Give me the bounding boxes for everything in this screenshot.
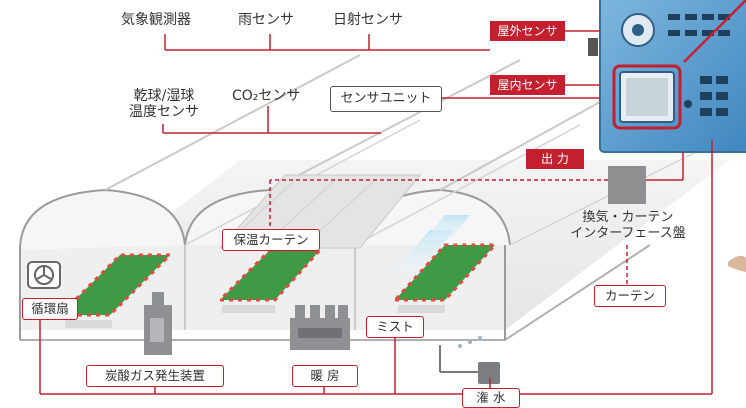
- interface-panel-line1: 換気・カーテン: [582, 210, 674, 225]
- indoor-sensor-co2: CO₂センサ: [232, 88, 301, 104]
- connector-lines: [39, 30, 713, 395]
- outdoor-sensor-weather-station: 気象観測器: [121, 12, 191, 28]
- circulation-fan-icon: [27, 261, 61, 289]
- sensor-unit-box: センサユニット: [330, 86, 442, 112]
- plant-bed-3: [391, 243, 499, 313]
- curtain-label: カーテン: [594, 285, 666, 307]
- insulation-curtain-label: 保温カーテン: [222, 229, 320, 251]
- indoor-sensor-line1: 乾球/湿球: [133, 88, 195, 104]
- output-label: 出 力: [526, 149, 584, 169]
- irrigation-equipment-icon: [439, 336, 500, 384]
- indoor-sensor-dry-wet-bulb: 乾球/湿球 温度センサ: [126, 88, 202, 120]
- interface-panel-label: 換気・カーテン インターフェース盤: [555, 210, 701, 242]
- highlight-arrow: [683, 0, 746, 63]
- indoor-sensor-line2: 温度センサ: [129, 104, 199, 120]
- screen-highlight: [612, 64, 682, 130]
- circulation-fan-label: 循環扇: [22, 298, 78, 320]
- co2-generator-icon: [144, 292, 172, 355]
- co2-generator-label: 炭酸ガス発生装置: [86, 365, 224, 387]
- indoor-sensor-label: 屋内センサ: [490, 75, 565, 95]
- plant-bed-2: [216, 248, 324, 313]
- interface-panel-box: [608, 166, 646, 204]
- heater-label: 暖 房: [292, 365, 358, 387]
- mist-spray: [395, 215, 470, 270]
- heater-icon: [290, 305, 350, 350]
- plant-bed-1: [56, 253, 174, 328]
- outdoor-sensor-label: 屋外センサ: [490, 21, 565, 41]
- irrigation-label: 潅 水: [462, 388, 520, 408]
- interface-panel-line2: インターフェース盤: [570, 226, 686, 241]
- outdoor-sensor-rain: 雨センサ: [238, 12, 294, 28]
- mist-label: ミスト: [366, 316, 424, 338]
- hand-graphic: [728, 255, 746, 272]
- outdoor-sensor-solar: 日射センサ: [333, 12, 403, 28]
